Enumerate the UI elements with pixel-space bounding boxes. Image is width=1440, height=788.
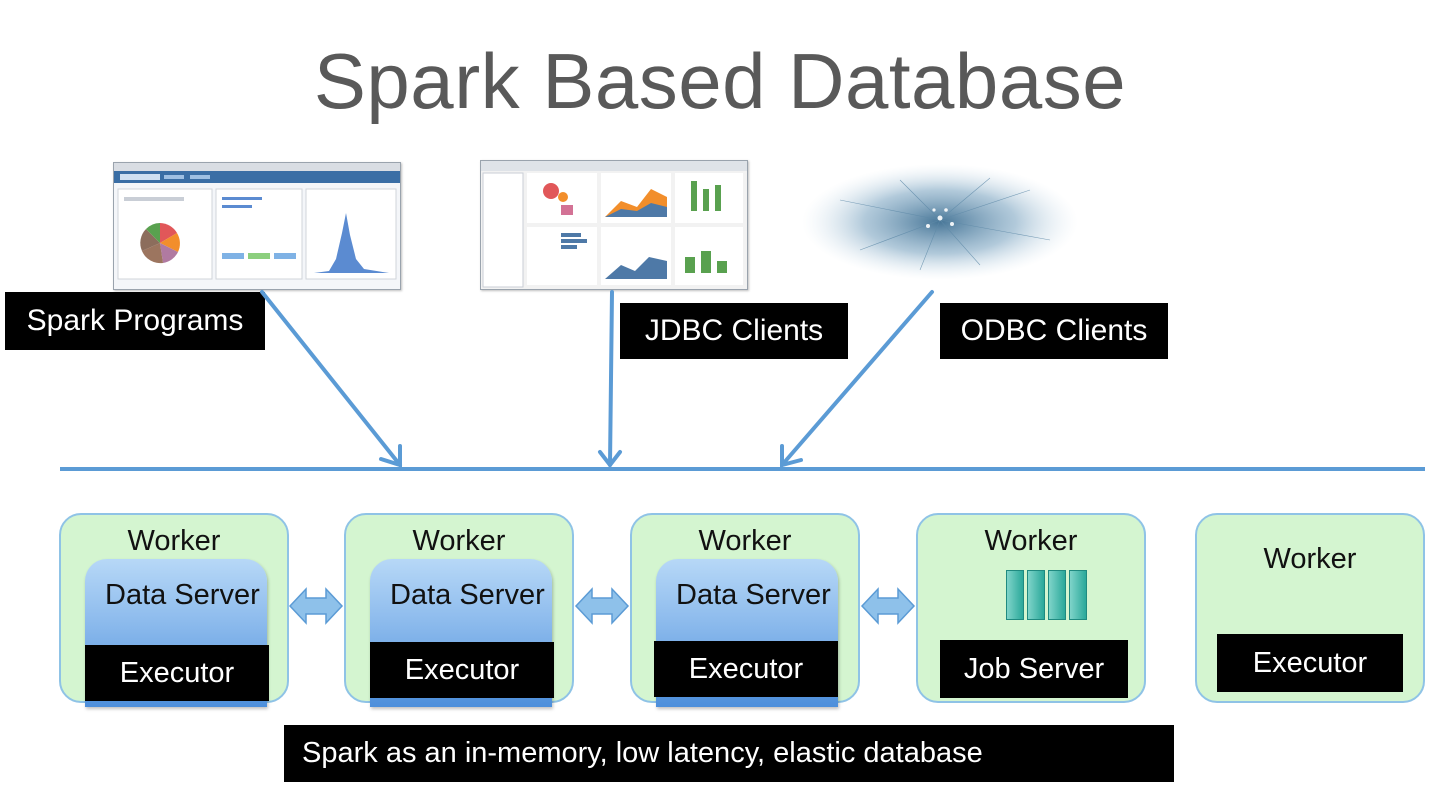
jdbc-clients-arrow xyxy=(598,290,622,469)
slide-title: Spark Based Database xyxy=(313,37,1127,125)
data-server-label: Data Server xyxy=(390,579,545,611)
spark-programs-arrow xyxy=(260,290,402,468)
worker-node-1: Worker Data Server Executor xyxy=(59,513,289,707)
data-server-label: Data Server xyxy=(105,579,260,611)
executor-label: Executor xyxy=(654,641,838,697)
executor-label: Executor xyxy=(85,645,269,701)
bidirectional-arrow-icon xyxy=(574,587,630,625)
odbc-clients-label: ODBC Clients xyxy=(940,303,1168,359)
executor-label: Executor xyxy=(370,642,554,698)
worker-title: Worker xyxy=(984,525,1078,557)
caption-banner: Spark as an in-memory, low latency, elas… xyxy=(284,725,1174,782)
spark-programs-label: Spark Programs xyxy=(5,292,265,350)
worker-title: Worker xyxy=(127,525,221,557)
job-server-label: Job Server xyxy=(940,640,1128,698)
bidirectional-arrow-icon xyxy=(860,587,916,625)
bi-dashboard-screenshot-image xyxy=(480,160,748,290)
odbc-clients-arrow xyxy=(780,290,934,468)
worker-title: Worker xyxy=(698,525,792,557)
worker-node-4: Worker Job Server xyxy=(916,513,1146,703)
executor-label: Executor xyxy=(1217,634,1403,692)
worker-title: Worker xyxy=(1263,543,1357,575)
notebook-screenshot-image xyxy=(113,162,401,290)
network-graph-image xyxy=(800,160,1080,290)
worker-node-3: Worker Data Server Executor xyxy=(630,513,860,707)
bidirectional-arrow-icon xyxy=(288,587,344,625)
worker-title: Worker xyxy=(412,525,506,557)
job-queue-icon xyxy=(1006,570,1087,620)
worker-node-5: Worker Executor xyxy=(1195,513,1425,703)
jdbc-clients-label: JDBC Clients xyxy=(620,303,848,359)
data-server-label: Data Server xyxy=(676,579,831,611)
worker-node-2: Worker Data Server Executor xyxy=(344,513,574,707)
